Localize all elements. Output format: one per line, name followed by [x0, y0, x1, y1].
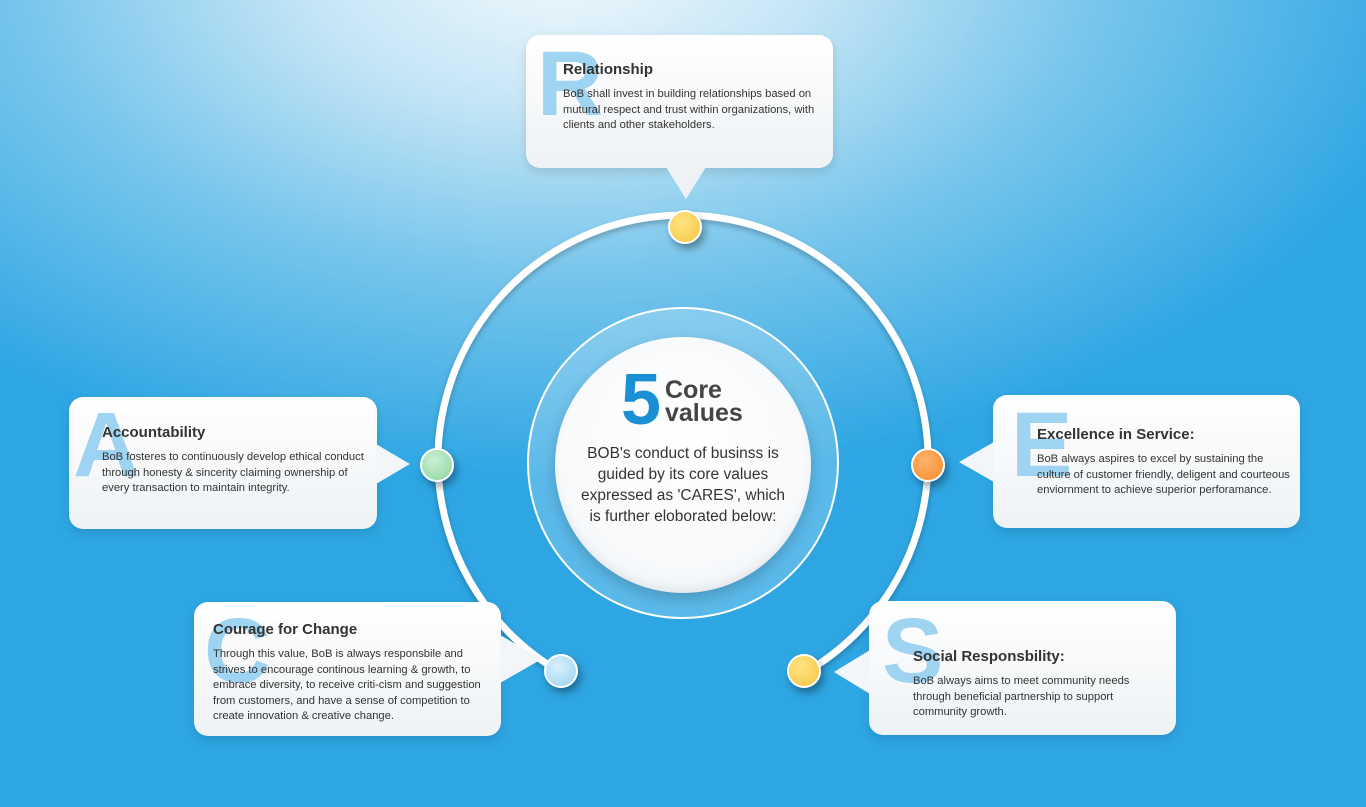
excellence-card-pointer: [959, 442, 994, 482]
social-dot: [787, 654, 821, 688]
relationship-dot: [668, 210, 702, 244]
core-values-number: 5: [621, 360, 662, 440]
social-title: Social Responsbility:: [913, 648, 1065, 665]
social-text: BoB always aims to meet community needs …: [913, 675, 1130, 719]
values-word: values: [665, 399, 743, 427]
courage-title: Courage for Change: [213, 621, 358, 638]
core-word: Core: [665, 376, 722, 404]
social-letter: S: [882, 600, 944, 702]
social-card: S Social Responsbility: BoB always aims …: [869, 601, 1176, 735]
courage-card-pointer: [500, 635, 542, 683]
excellence-text: BoB always aspires to excel by sustainin…: [1037, 453, 1290, 497]
relationship-letter: R: [537, 33, 604, 135]
relationship-text: BoB shall invest in building relationshi…: [563, 88, 815, 132]
excellence-letter: E: [1011, 394, 1073, 496]
relationship-title: Relationship: [563, 61, 654, 78]
accountability-dot: [420, 448, 454, 482]
accountability-text: BoB fosteres to continuously develop eth…: [102, 451, 364, 495]
core-values-description: BOB's conduct of businss is guided by it…: [580, 445, 786, 525]
courage-card: C Courage for Change Through this value,…: [194, 602, 501, 736]
accountability-card: A Accountability BoB fosteres to continu…: [69, 397, 377, 529]
relationship-card-pointer: [666, 167, 706, 199]
relationship-card: R Relationship BoB shall invest in build…: [526, 35, 833, 168]
courage-text: Through this value, BoB is always respon…: [213, 648, 481, 723]
accountability-title: Accountability: [102, 424, 206, 441]
courage-letter: C: [204, 600, 271, 702]
excellence-card: E Excellence in Service: BoB always aspi…: [993, 395, 1300, 528]
core-values-heading: 5 Core values: [555, 360, 811, 440]
excellence-dot: [911, 448, 945, 482]
courage-dot: [544, 654, 578, 688]
excellence-title: Excellence in Service:: [1037, 426, 1195, 443]
accountability-card-pointer: [376, 444, 410, 484]
core-values-center: 5 Core values BOB's conduct of businss i…: [555, 337, 811, 593]
accountability-letter: A: [73, 394, 140, 496]
social-card-pointer: [834, 650, 870, 694]
